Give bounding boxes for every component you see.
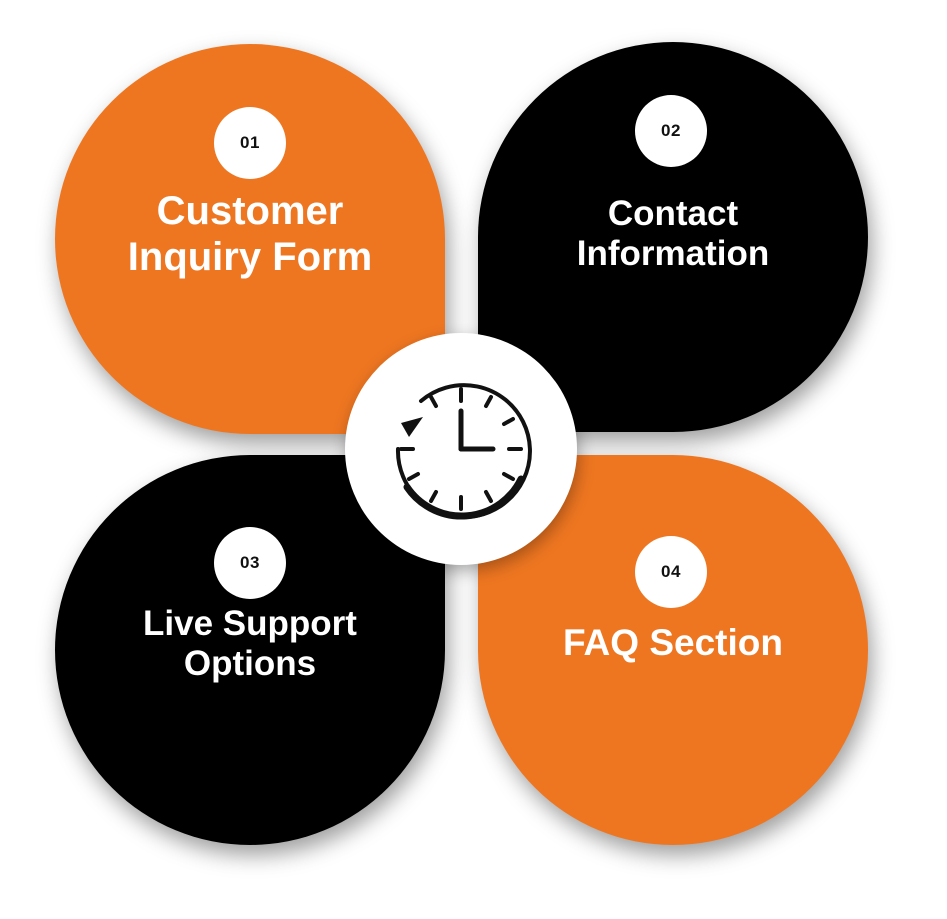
clock-with-counterclockwise-arrow-icon <box>395 383 532 520</box>
step-card-01: 01 Customer Inquiry Form <box>55 44 445 434</box>
center-disc <box>345 333 577 565</box>
step-title: Customer Inquiry Form <box>127 189 373 279</box>
step-number-badge: 02 <box>635 95 707 167</box>
step-number-badge: 03 <box>214 527 286 599</box>
step-number-badge: 04 <box>635 536 707 608</box>
step-number-badge: 01 <box>214 107 286 179</box>
step-title: Contact Information <box>576 194 770 274</box>
step-title: Live Support Options <box>143 604 357 684</box>
step-title: FAQ Section <box>563 622 783 663</box>
